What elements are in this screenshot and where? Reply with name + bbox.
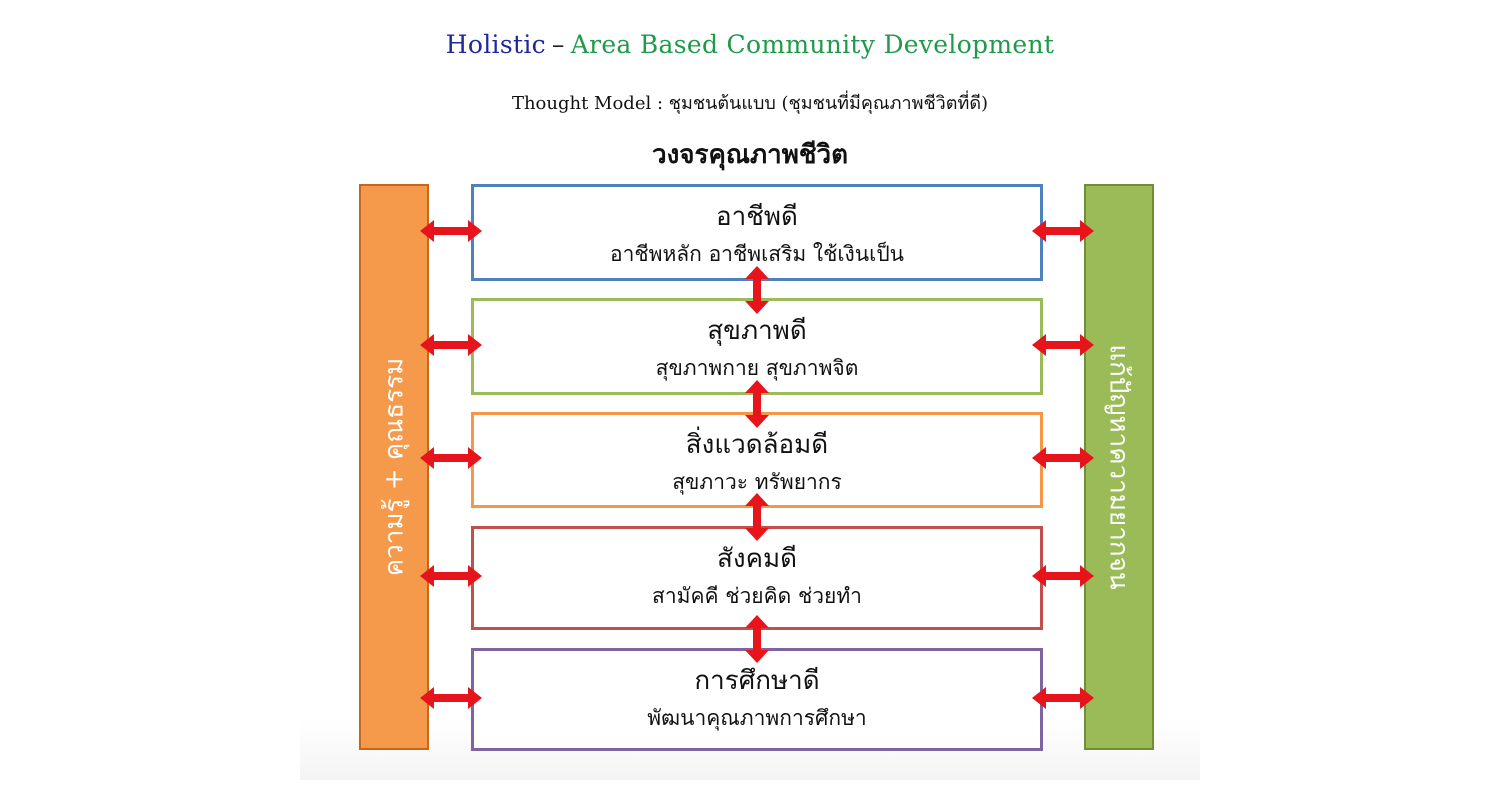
title-rest: Area Based Community Development [570,30,1055,59]
vertical-double-arrow [745,493,769,541]
right-double-arrow [1032,565,1094,587]
box-title: การศึกษาดี [694,666,820,696]
left-double-arrow [420,565,482,587]
box-description: สามัคคี ช่วยคิด ช่วยทำ [652,584,862,608]
left-bar: ความรู้ + คุณธรรม [359,184,429,750]
right-double-arrow [1032,447,1094,469]
title-separator: – [551,30,565,59]
diagram-heading: วงจรคุณภาพชีวิต [651,140,848,170]
left-double-arrow [420,219,482,242]
box-title: สังคมดี [717,544,797,574]
box-title: สิ่งแวดล้อมดี [685,430,829,460]
box-career: อาชีพดี อาชีพหลัก อาชีพเสริม ใช้เงินเป็น [471,184,1043,281]
box-description: สุขภาพกาย สุขภาพจิต [655,356,859,380]
vertical-double-arrow [745,265,769,314]
right-bar: แก้ปัญหาความยากจน [1084,184,1154,750]
title-holistic: Holistic [445,30,546,59]
right-double-arrow [1032,686,1094,709]
vertical-double-arrow [745,615,769,663]
subtitle: Thought Model : ชุมชนต้นแบบ (ชุมชนที่มีค… [511,93,989,114]
right-double-arrow [1032,219,1094,242]
left-double-arrow [420,686,482,709]
left-double-arrow [420,333,482,356]
box-description: อาชีพหลัก อาชีพเสริม ใช้เงินเป็น [609,242,905,266]
page-title: Holistic–Area Based Community Developmen… [0,30,1500,59]
right-bar-label: แก้ปัญหาความยากจน [1103,344,1134,590]
right-double-arrow [1032,333,1094,356]
box-description: สุขภาวะ ทรัพยากร [672,470,842,494]
left-bar-label: ความรู้ + คุณธรรม [379,357,410,577]
box-title: อาชีพดี [716,202,798,232]
box-title: สุขภาพดี [707,316,807,346]
box-education: การศึกษาดี พัฒนาคุณภาพการศึกษา [471,648,1043,751]
box-description: พัฒนาคุณภาพการศึกษา [647,706,867,730]
vertical-double-arrow [745,379,769,428]
box-environment: สิ่งแวดล้อมดี สุขภาวะ ทรัพยากร [471,412,1043,508]
left-double-arrow [420,447,482,469]
